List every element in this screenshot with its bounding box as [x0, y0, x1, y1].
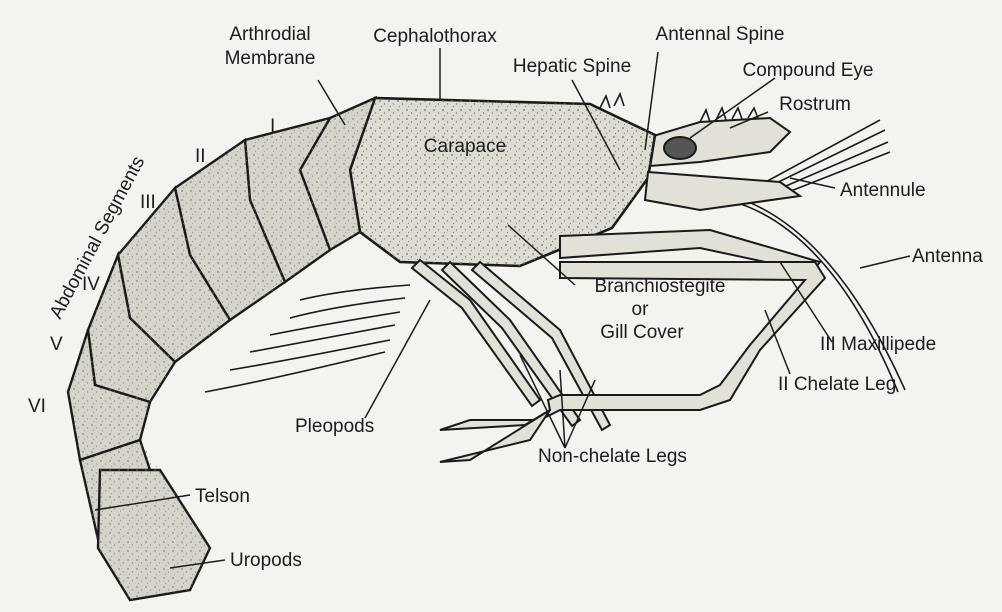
label-segment-VI: VI: [28, 396, 46, 417]
shrimp-drawing: [60, 94, 905, 605]
label-iii-maxillipede: III Maxillipede: [820, 334, 936, 355]
label-antennule: Antennule: [840, 180, 926, 201]
label-ii-chelate-leg: II Chelate Leg: [778, 374, 896, 395]
label-segment-V: V: [50, 334, 63, 355]
label-branchiostegite-line1: Branchiostegite: [595, 276, 726, 297]
label-segment-II: II: [195, 146, 206, 167]
label-branchiostegite-line3: Gill Cover: [600, 322, 684, 343]
label-segment-III: III: [140, 192, 156, 213]
label-rostrum: Rostrum: [779, 94, 851, 115]
label-antennal-spine: Antennal Spine: [656, 24, 785, 45]
chela-finger-lower: [440, 410, 550, 462]
label-branchiostegite-line2: or: [632, 299, 650, 320]
label-carapace: Carapace: [424, 136, 506, 157]
label-pleopods: Pleopods: [295, 416, 374, 437]
label-non-chelate-legs: Non-chelate Legs: [538, 446, 687, 467]
rostrum-shape: [640, 118, 790, 166]
label-arthrodial-line2: Membrane: [225, 48, 316, 69]
antennal-scale: [645, 172, 800, 210]
label-antenna: Antenna: [912, 246, 983, 267]
compound-eye-shape: [664, 137, 696, 159]
non-chelate-leg-1: [412, 260, 540, 406]
label-arthrodial-line1: Arthrodial: [229, 24, 310, 45]
label-hepatic-spine: Hepatic Spine: [513, 56, 631, 77]
label-uropods: Uropods: [230, 550, 302, 571]
label-cephalothorax: Cephalothorax: [373, 26, 497, 47]
label-compound-eye: Compound Eye: [743, 60, 874, 81]
rostrum-teeth: [600, 94, 758, 122]
label-segment-IV: IV: [82, 274, 100, 295]
label-segment-I: I: [270, 116, 275, 137]
label-telson: Telson: [195, 486, 250, 507]
